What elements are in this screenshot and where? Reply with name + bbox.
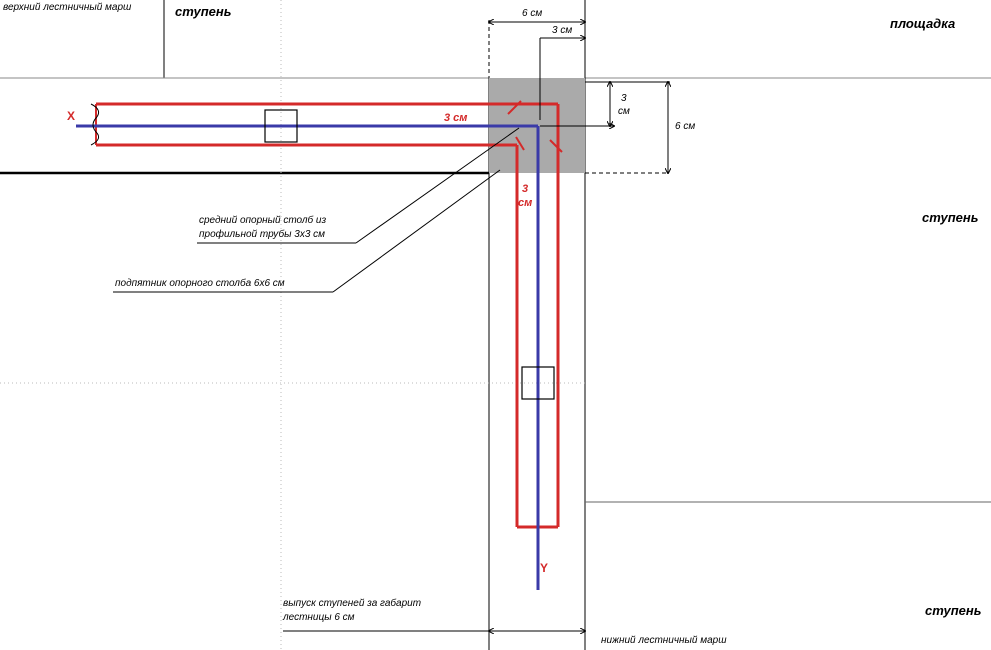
dim-top-3cm: 3 см [552,25,572,36]
landing-label: площадка [890,16,955,31]
step-right-label: ступень [922,210,978,225]
overhang-label-1: выпуск ступеней за габарит [283,597,421,609]
middle-post-label-1: средний опорный столб из [199,214,326,226]
dim-right-3: 3 [621,93,627,104]
red-dim-vertical-num: 3 [522,183,528,195]
dashed-extensions [488,20,668,174]
dim-right-3-unit: см [618,106,630,117]
red-dim-horizontal: 3 см [444,112,467,124]
axis-y-label: Y [540,561,548,575]
guide-lines [0,0,585,650]
red-dimension-ticks [507,100,563,153]
middle-post-label-2: профильной трубы 3х3 см [199,228,325,240]
lower-march-label: нижний лестничный марш [601,635,727,646]
upper-march-label: верхний лестничный марш [3,2,132,13]
post-section-lower [521,366,555,400]
step-bottom-right-label: ступень [925,603,981,618]
break-mark [90,103,100,146]
red-step-frame [95,102,560,529]
dim-right-6cm: 6 см [675,121,695,132]
leader-lines [113,127,520,293]
blue-axes [76,124,540,590]
overhang-label-2: лестницы 6 см [282,612,355,623]
axis-x-label: X [67,109,75,123]
post-base-label: подпятник опорного столба 6х6 см [115,277,285,289]
post-section-upper [264,109,298,143]
top-dimensions [489,22,585,120]
right-dimensions [540,82,670,173]
step-top-label: ступень [175,4,231,19]
red-dim-vertical-unit: см [518,197,532,209]
dim-top-6cm: 6 см [522,8,542,19]
